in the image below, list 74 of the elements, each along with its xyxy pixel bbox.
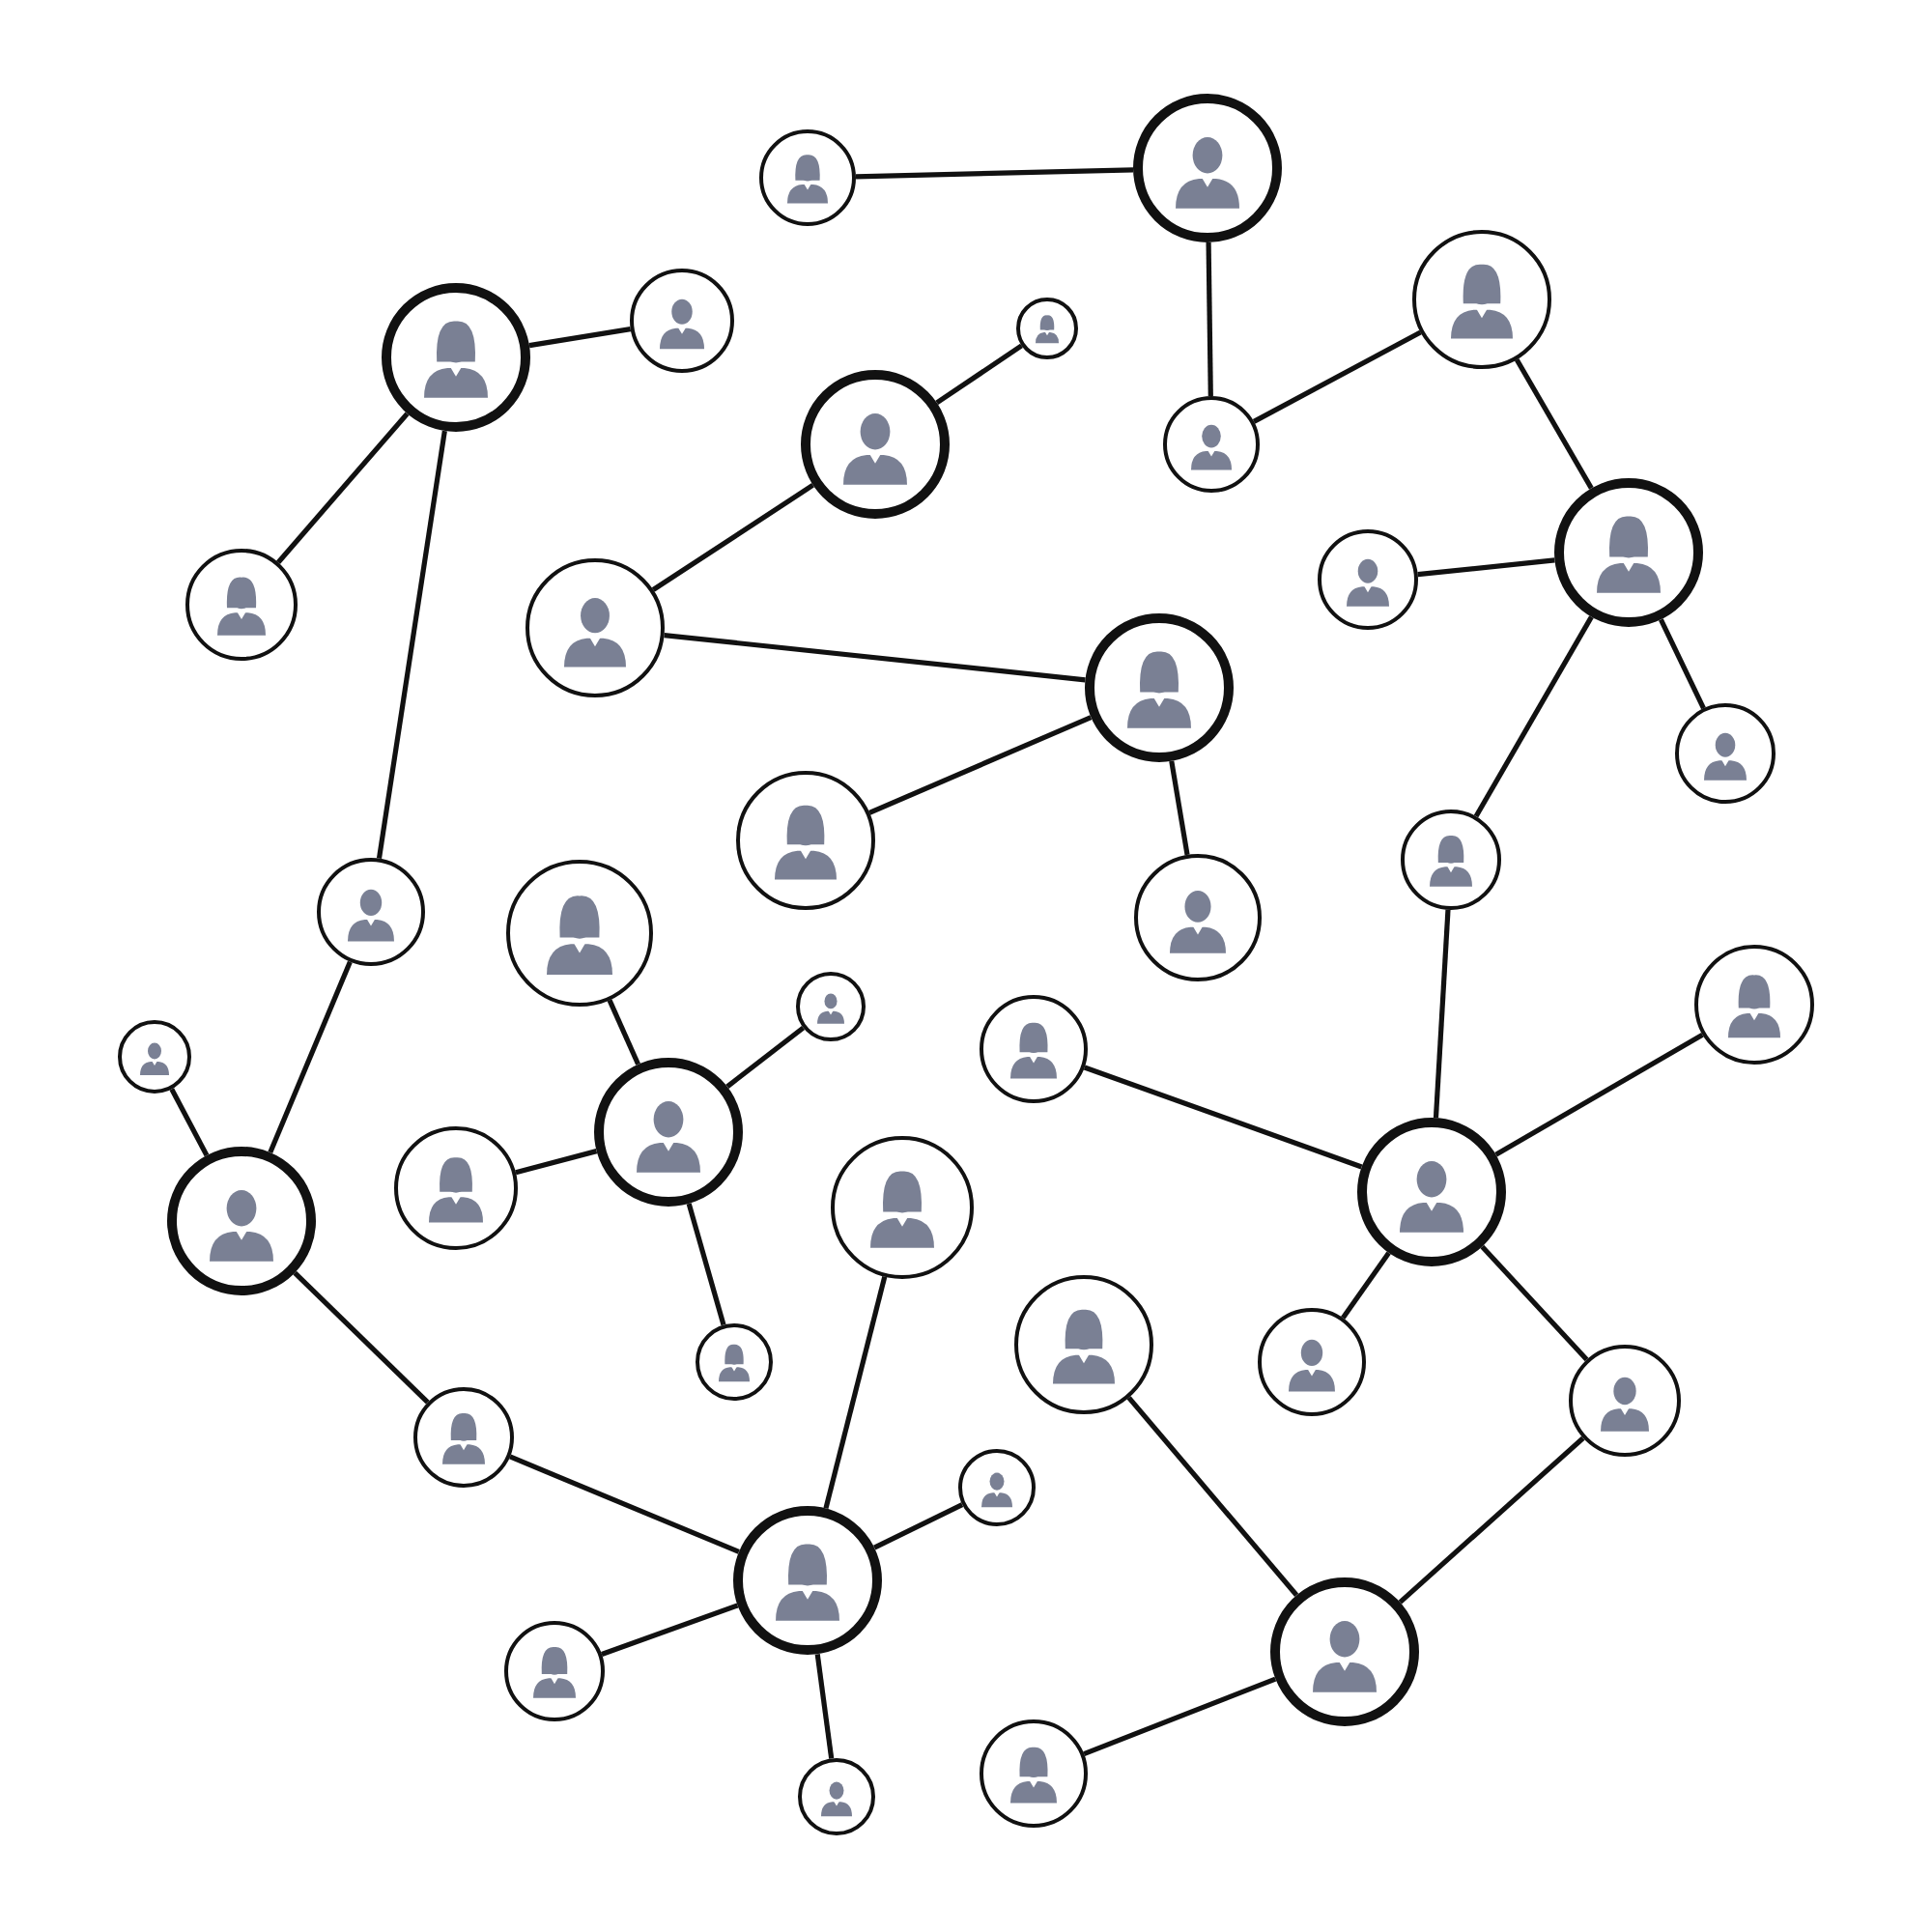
avatar-node (1016, 298, 1078, 359)
connector-line (1659, 618, 1706, 710)
connector-line (823, 1276, 888, 1509)
avatar-node (1569, 1345, 1681, 1457)
avatar-node (831, 1136, 974, 1279)
avatar-node (759, 129, 856, 226)
avatar-node (317, 858, 425, 966)
avatar-node (736, 771, 875, 910)
connector-line (1398, 1435, 1585, 1605)
avatar-node (1134, 854, 1262, 981)
avatar-node (1258, 1308, 1366, 1416)
avatar-node (630, 269, 734, 373)
connector-line (873, 1502, 964, 1550)
connector-line (169, 1088, 210, 1157)
hub-avatar-node (382, 283, 530, 432)
connector-line (664, 633, 1086, 683)
avatar-node (506, 860, 653, 1007)
avatar-node (980, 995, 1088, 1103)
connector-line (601, 1603, 739, 1657)
connector-line (1126, 1396, 1299, 1597)
connector-line (376, 430, 447, 860)
connector-line (814, 1653, 835, 1759)
connector-line (686, 1203, 726, 1326)
hub-avatar-node (1085, 613, 1234, 762)
connector-line (935, 343, 1023, 406)
avatar-node (118, 1020, 191, 1094)
connector-line (1514, 357, 1594, 490)
connector-line (651, 483, 814, 592)
avatar-node (958, 1449, 1036, 1526)
hub-avatar-node (1133, 94, 1282, 242)
connector-line (607, 999, 640, 1065)
connector-line (1083, 1676, 1277, 1756)
connector-line (509, 1454, 740, 1554)
avatar-node (1163, 396, 1260, 493)
connector-line (1480, 1244, 1589, 1362)
connector-line (293, 1270, 430, 1405)
avatar-node (1318, 529, 1418, 630)
connector-line (1341, 1251, 1391, 1320)
hub-avatar-node (1554, 478, 1703, 627)
connector-line (1473, 615, 1594, 818)
avatar-node (526, 558, 665, 697)
connector-line (515, 1149, 598, 1176)
connector-line (855, 167, 1134, 180)
connector-line (1169, 760, 1190, 856)
connector-line (1417, 557, 1555, 578)
connector-line (1206, 242, 1213, 397)
avatar-node (394, 1126, 518, 1250)
connector-line (1083, 1065, 1363, 1170)
hub-avatar-node (1270, 1577, 1419, 1726)
hub-avatar-node (594, 1058, 743, 1207)
connector-line (1252, 329, 1422, 424)
hub-avatar-node (733, 1506, 882, 1655)
avatar-node (1675, 703, 1776, 804)
avatar-node (504, 1621, 605, 1721)
avatar-node (980, 1719, 1088, 1828)
avatar-node (1401, 810, 1501, 910)
hub-avatar-node (801, 370, 950, 519)
avatar-node (1412, 230, 1551, 369)
connector-line (528, 327, 632, 349)
avatar-node (696, 1323, 773, 1401)
connector-line (1433, 909, 1451, 1119)
hub-avatar-node (1357, 1118, 1506, 1266)
hub-avatar-node (167, 1147, 316, 1295)
avatar-node (1014, 1275, 1153, 1414)
connector-line (868, 715, 1093, 815)
avatar-node (185, 549, 298, 661)
avatar-node (413, 1387, 514, 1488)
connector-line (725, 1025, 806, 1089)
avatar-node (1694, 945, 1814, 1065)
avatar-node (798, 1758, 875, 1835)
connector-line (1494, 1032, 1704, 1157)
connector-line (276, 412, 410, 564)
connector-line (268, 960, 353, 1153)
avatar-node (796, 972, 866, 1041)
